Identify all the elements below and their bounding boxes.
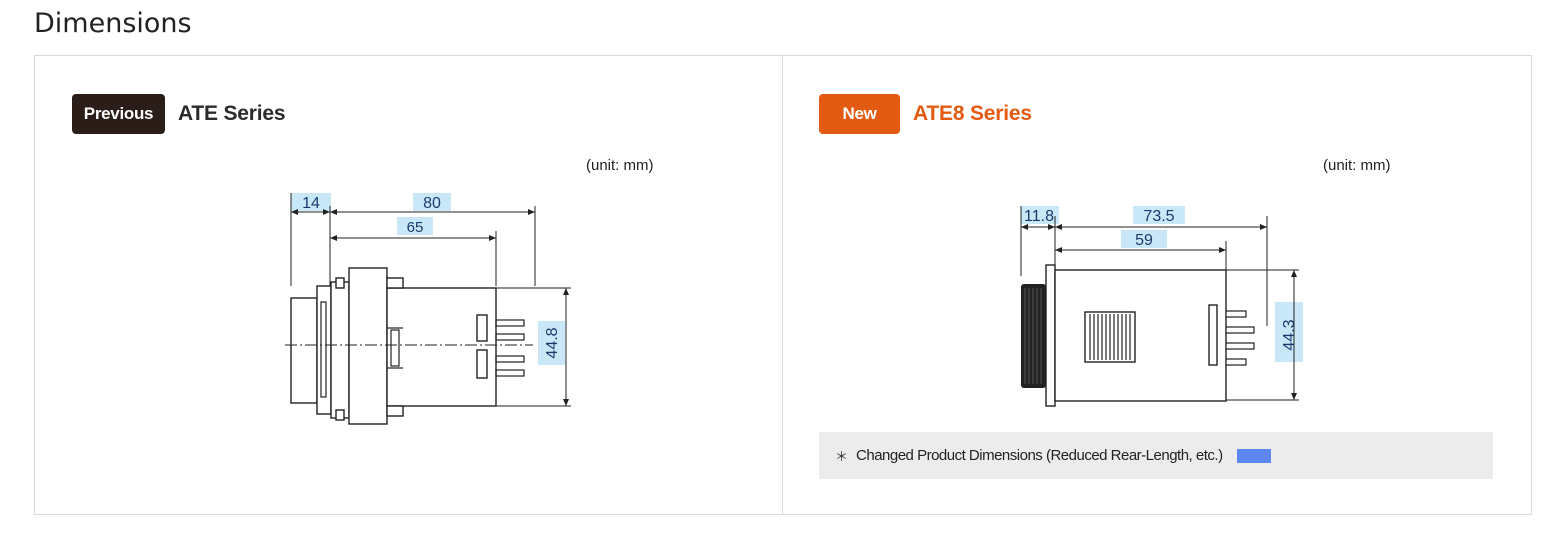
new-panel: New ATE8 Series (unit: mm) [783, 56, 1531, 514]
dim-overall-highlight [1133, 206, 1185, 224]
previous-badge: Previous [72, 94, 165, 134]
new-badge: New [819, 94, 900, 134]
previous-dimension-drawing: 14 80 65 44.8 [285, 193, 571, 425]
changed-color-swatch [1236, 448, 1271, 463]
new-series-title: ATE8 Series [913, 102, 1032, 125]
page-title: Dimensions [34, 8, 192, 39]
new-dimension-drawing: 11.8 73.5 59 44.3 [1020, 206, 1303, 407]
dim-body: 59 [1135, 232, 1153, 249]
dim-front: 11.8 [1024, 208, 1054, 225]
dim-front-highlight [1021, 206, 1059, 224]
new-unit-label: (unit: mm) [1323, 157, 1391, 174]
dimensions-comparison: Previous ATE Series (unit: mm) [34, 55, 1532, 515]
note-text: Changed Product Dimensions (Reduced Rear… [856, 447, 1223, 464]
dim-height-highlight [1275, 302, 1303, 362]
dim-front: 14 [302, 195, 320, 212]
previous-unit-label: (unit: mm) [586, 157, 654, 174]
previous-panel: Previous ATE Series (unit: mm) [35, 56, 783, 514]
dim-body-highlight [397, 217, 433, 235]
previous-series-title: ATE Series [178, 102, 286, 125]
dim-front-highlight [291, 193, 331, 211]
dim-body-highlight [1121, 230, 1167, 248]
dim-height: 44.3 [1281, 319, 1298, 350]
dim-overall: 80 [423, 195, 441, 212]
dim-body: 65 [407, 219, 424, 236]
dim-overall: 73.5 [1143, 208, 1174, 225]
dim-height-highlight [538, 321, 565, 365]
changed-dimensions-note: ＊ Changed Product Dimensions (Reduced Re… [819, 432, 1493, 479]
dim-overall-highlight [413, 193, 451, 211]
note-marker: ＊ [835, 450, 849, 465]
dim-height: 44.8 [544, 327, 561, 358]
